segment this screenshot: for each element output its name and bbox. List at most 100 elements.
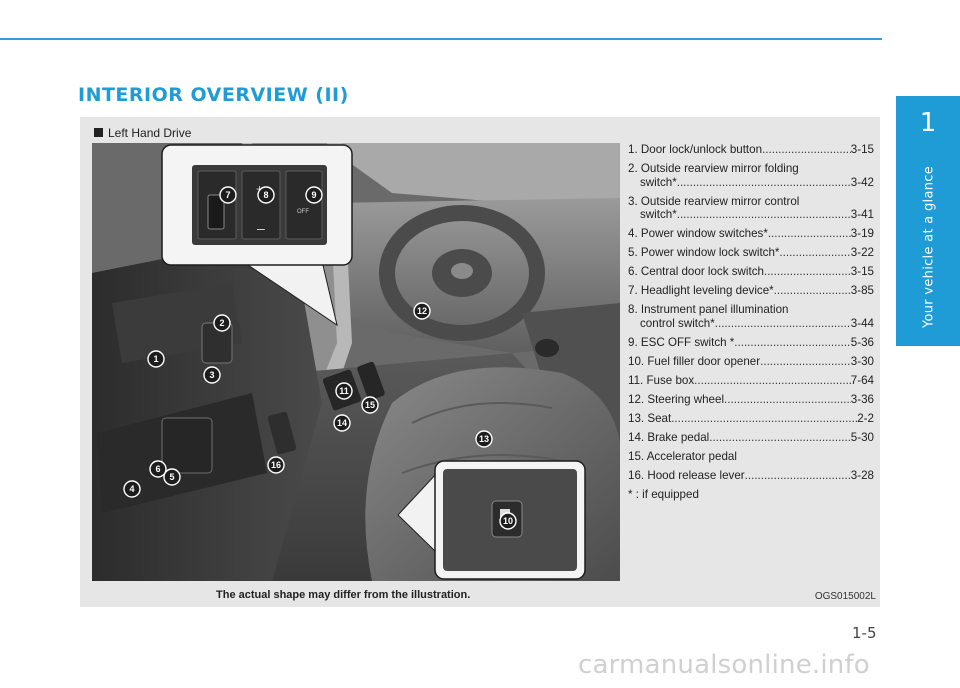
part-label: 11. Fuse box	[628, 373, 695, 387]
part-row: 7. Headlight leveling device* ..........…	[628, 284, 874, 298]
part-row: 15. Accelerator pedal	[628, 450, 874, 464]
part-row: switch* ................................…	[628, 176, 874, 190]
callout-number: 3	[209, 370, 214, 380]
page-title: INTERIOR OVERVIEW (II)	[78, 84, 349, 106]
part-row: 1. Door lock/unlock button .............…	[628, 143, 874, 157]
part-item: 4. Power window switches* ..............…	[628, 227, 874, 241]
callout-number: 10	[503, 516, 513, 526]
figure-caption: The actual shape may differ from the ill…	[216, 589, 471, 601]
part-label: 15. Accelerator pedal	[628, 449, 737, 463]
part-label: switch*	[640, 175, 677, 189]
part-item: 12. Steering wheel .....................…	[628, 393, 874, 407]
part-page: 5-30	[850, 430, 874, 444]
callout-marker: 3	[203, 366, 221, 384]
callout-number: 5	[169, 472, 174, 482]
callout-number: 2	[219, 318, 224, 328]
leader-dots: ........................................…	[694, 373, 851, 387]
part-label: 12. Steering wheel	[628, 392, 725, 406]
chapter-title-wrap: Your vehicle at a glance	[898, 156, 960, 338]
callout-number: 14	[337, 418, 347, 428]
part-label: 14. Brake pedal	[628, 430, 710, 444]
part-page: 3-30	[850, 354, 874, 368]
footnote: * : if equipped	[628, 487, 699, 501]
callout-marker: 8	[257, 186, 275, 204]
part-row: 3. Outside rearview mirror control	[628, 195, 874, 209]
part-row: 14. Brake pedal ........................…	[628, 431, 874, 445]
svg-text:OFF: OFF	[297, 209, 309, 215]
part-page: 3-85	[850, 284, 874, 298]
leader-dots: ........................................…	[734, 335, 851, 349]
part-page: 3-15	[850, 143, 874, 156]
callout-marker: 1	[147, 350, 165, 368]
part-row: 16. Hood release lever .................…	[628, 469, 874, 483]
part-row: control switch* ........................…	[628, 317, 874, 331]
callout-marker: 7	[219, 186, 237, 204]
leader-dots: ........................................…	[724, 392, 851, 406]
top-divider	[0, 38, 882, 40]
interior-illustration-svg: + – OFF	[92, 143, 620, 581]
part-page: 3-22	[850, 246, 874, 260]
part-row: 13. Seat ...............................…	[628, 412, 874, 426]
watermark: carmanualsonline.info	[578, 650, 870, 680]
part-label: 3. Outside rearview mirror control	[628, 194, 800, 208]
callout-number: 13	[479, 434, 489, 444]
callout-number: 1	[153, 354, 158, 364]
callout-marker: 2	[213, 314, 231, 332]
part-item: 10. Fuel filler door opener ............…	[628, 355, 874, 369]
part-item: 6. Central door lock switch ............…	[628, 265, 874, 279]
part-label: 13. Seat	[628, 411, 672, 425]
chapter-tab: 1 Your vehicle at a glance	[896, 96, 960, 346]
leader-dots: ........................................…	[779, 246, 851, 260]
part-page: 3-28	[850, 468, 874, 482]
leader-dots: ........................................…	[763, 265, 851, 279]
leader-dots: ........................................…	[714, 316, 851, 330]
leader-dots: ........................................…	[676, 208, 851, 222]
figure-code: OGS015002L	[814, 591, 876, 602]
part-page: 3-42	[850, 175, 874, 189]
legend-square-icon	[94, 128, 103, 137]
leader-dots: ........................................…	[762, 143, 851, 156]
callout-marker: 15	[361, 396, 379, 414]
part-item: 11. Fuse box ...........................…	[628, 374, 874, 388]
part-row: 4. Power window switches* ..............…	[628, 227, 874, 241]
callout-marker: 5	[163, 468, 181, 486]
part-label: 8. Instrument panel illumination	[628, 303, 789, 317]
parts-list: 1. Door lock/unlock button .............…	[628, 143, 874, 501]
part-row: 8. Instrument panel illumination	[628, 303, 874, 317]
part-item: 13. Seat ...............................…	[628, 412, 874, 426]
part-page: 2-2	[857, 411, 874, 425]
callout-marker: 12	[413, 302, 431, 320]
part-page: 3-41	[850, 208, 874, 222]
callout-marker: 14	[333, 414, 351, 432]
leader-dots: ........................................…	[671, 411, 857, 425]
callout-marker: 10	[499, 512, 517, 530]
part-item: 9. ESC OFF switch * ....................…	[628, 336, 874, 350]
part-label: switch*	[640, 208, 677, 222]
part-label: 5. Power window lock switch*	[628, 246, 780, 260]
leader-dots: ........................................…	[744, 468, 851, 482]
part-row: 2. Outside rearview mirror folding	[628, 162, 874, 176]
leader-dots: ........................................…	[773, 284, 851, 298]
part-row: 9. ESC OFF switch * ....................…	[628, 336, 874, 350]
page-number: 1-5	[852, 624, 877, 642]
part-label: 2. Outside rearview mirror folding	[628, 161, 799, 175]
callout-number: 6	[155, 464, 160, 474]
part-label: 6. Central door lock switch	[628, 265, 764, 279]
callout-number: 16	[271, 460, 281, 470]
part-page: 3-15	[850, 265, 874, 279]
part-label: 1. Door lock/unlock button	[628, 143, 763, 156]
svg-text:+: +	[256, 182, 263, 196]
part-label: 4. Power window switches*	[628, 227, 768, 241]
legend-label: Left Hand Drive	[108, 126, 192, 140]
callout-marker: 6	[149, 460, 167, 478]
part-label: 10. Fuel filler door opener	[628, 354, 761, 368]
chapter-number: 1	[919, 108, 937, 138]
callout-marker: 16	[267, 456, 285, 474]
part-label: 16. Hood release lever	[628, 468, 745, 482]
callout-number: 8	[263, 190, 268, 200]
callout-number: 7	[225, 190, 230, 200]
